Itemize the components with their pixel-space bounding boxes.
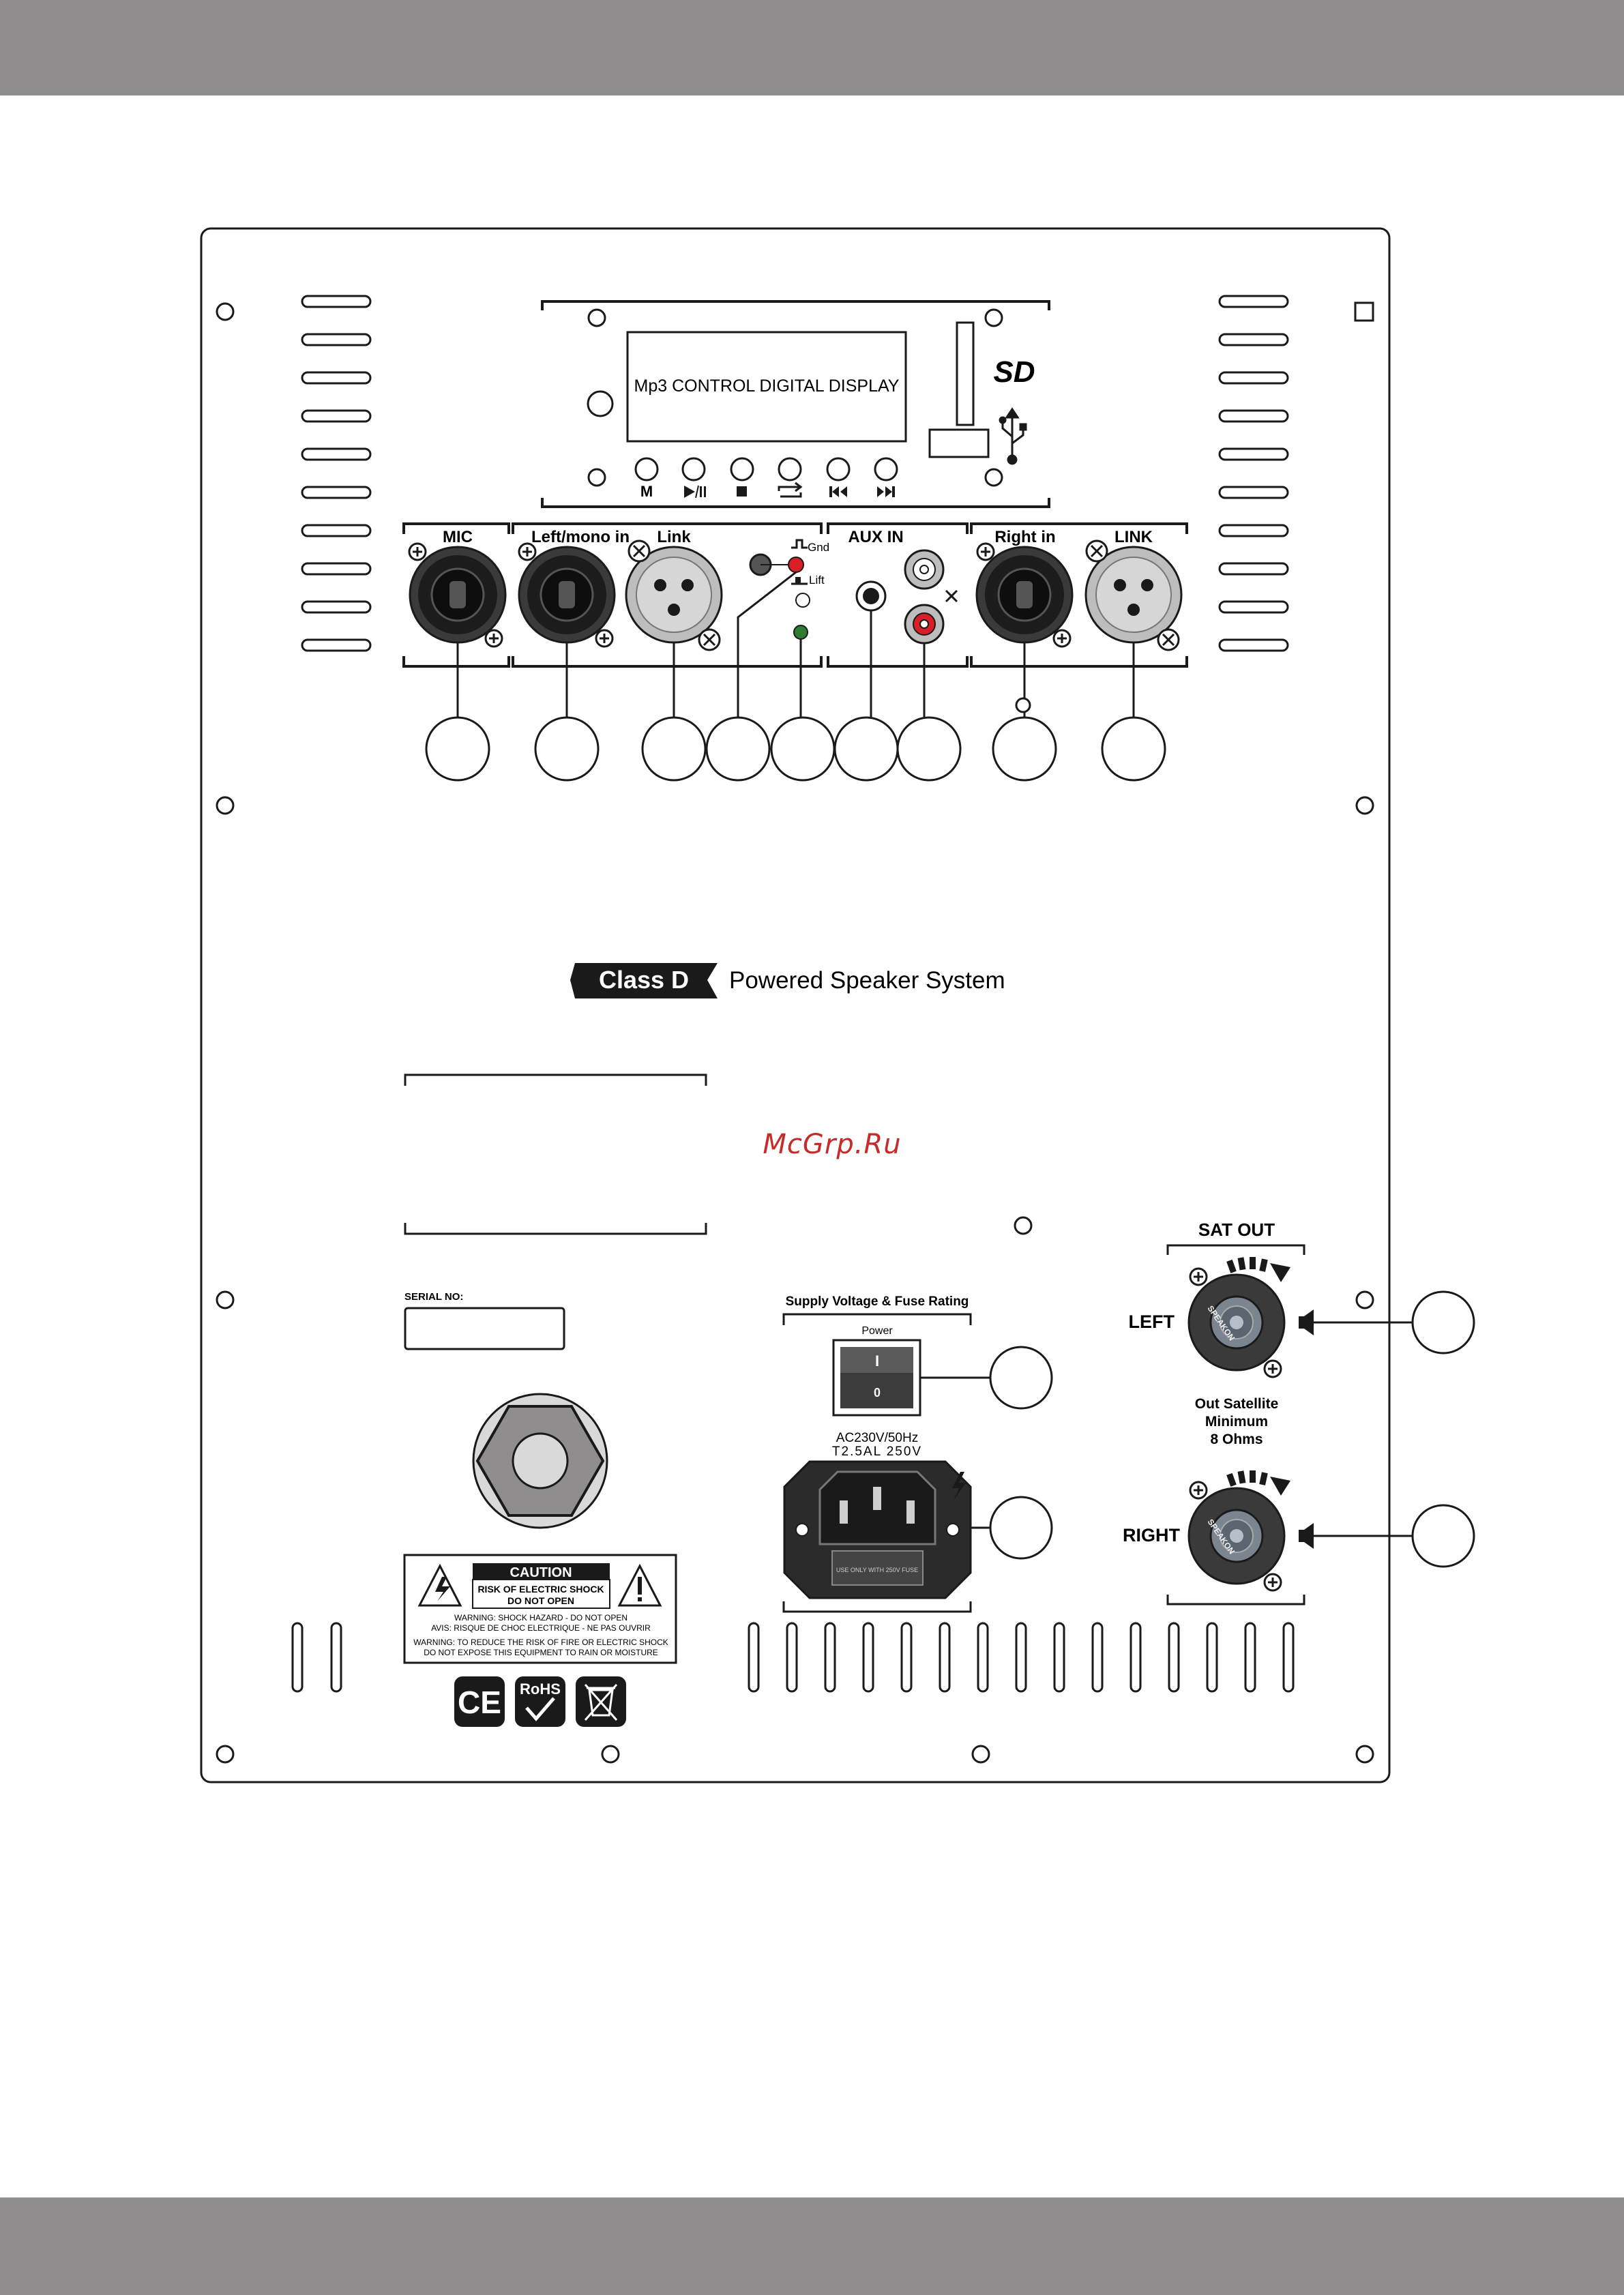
button-play-pause[interactable] (681, 457, 706, 499)
lift-label: Lift (809, 574, 825, 587)
power-switch-label: Power (861, 1325, 893, 1337)
mic-label: MIC (443, 528, 473, 546)
mount-hole (971, 1745, 990, 1764)
rating-line1: AC230V/50Hz (836, 1431, 918, 1445)
pole-mount (472, 1393, 608, 1529)
high-voltage-icon (952, 1472, 966, 1500)
power-section-label: Supply Voltage & Fuse Rating (786, 1294, 969, 1309)
caution-warn1: WARNING: SHOCK HAZARD - DO NOT OPEN (454, 1613, 628, 1623)
speaker-icon (1299, 1309, 1314, 1549)
input-section: MIC Left/mono in Link AUX IN Right in LI… (402, 522, 1188, 782)
sat-note3: 8 Ohms (1210, 1432, 1263, 1447)
watermark-text: McGrp.Ru (763, 1129, 902, 1160)
ce-mark: CE (458, 1685, 501, 1720)
previous-icon (829, 486, 847, 497)
switch-on-mark: I (875, 1352, 879, 1369)
mount-hole (601, 1745, 620, 1764)
button-stop[interactable] (730, 457, 754, 497)
twist-lock-arrow-right (1226, 1470, 1290, 1496)
sat-note2: Minimum (1205, 1414, 1268, 1430)
button-mode[interactable]: M (634, 457, 659, 500)
iec-inlet[interactable]: USE ONLY WITH 250V FUSE (783, 1460, 972, 1599)
mount-hole (1355, 796, 1374, 815)
mount-hole (1014, 1216, 1033, 1235)
power-section: Supply Voltage & Fuse Rating Power I 0 A… (782, 1294, 1053, 1613)
fuse-holder (831, 1550, 924, 1586)
callouts-inputs (425, 571, 1166, 782)
serial-label: SERIAL NO: (404, 1291, 463, 1303)
sat-left-label: LEFT (1129, 1312, 1175, 1332)
aux-x-mark (945, 589, 958, 603)
aux-rca-red[interactable] (904, 604, 945, 645)
callouts-power (920, 1346, 1053, 1560)
mount-hole (216, 302, 235, 321)
certification-marks: CE RoHS (454, 1676, 626, 1727)
button-next[interactable] (874, 457, 898, 497)
mode-icon: M (640, 483, 653, 500)
right-in-label: Right in (994, 528, 1055, 546)
mp3-module: Mp3 CONTROL DIGITAL DISPLAY SD M (541, 300, 1050, 508)
caution-line1: RISK OF ELECTRIC SHOCK (477, 1584, 604, 1595)
lcd-text: Mp3 CONTROL DIGITAL DISPLAY (634, 376, 900, 396)
class-d-badge: Class D (599, 966, 689, 994)
link-right-label: LINK (1114, 528, 1153, 546)
ground-lift-switch[interactable]: Gnd Lift (749, 539, 829, 640)
caution-title: CAUTION (510, 1565, 572, 1580)
stop-icon (737, 486, 747, 497)
sat-out-section: SAT OUT LEFT SPEAKON Out Satellite Minim… (1123, 1219, 1475, 1605)
power-led-green (793, 625, 808, 640)
lcd-display (626, 331, 907, 443)
mount-hole (216, 1290, 235, 1309)
top-band (0, 0, 1624, 95)
repeat-icon (778, 482, 803, 498)
sat-note1: Out Satellite (1195, 1396, 1279, 1412)
callouts-sat-out (1314, 1290, 1475, 1568)
caution-block: CAUTION RISK OF ELECTRIC SHOCK DO NOT OP… (403, 1554, 677, 1664)
usb-icon (999, 407, 1027, 465)
label-area-top (404, 1074, 707, 1086)
caution-line2: DO NOT OPEN (507, 1595, 574, 1606)
caution-warn2: AVIS: RISQUE DE CHOC ELECTRIQUE - NE PAS… (431, 1623, 651, 1633)
left-mono-label: Left/mono in (531, 528, 630, 546)
link-left-label: Link (657, 528, 691, 546)
label-area-bottom (404, 1223, 707, 1235)
brand-tagline: Powered Speaker System (729, 967, 1005, 994)
indicator-led (795, 593, 810, 608)
aux-label: AUX IN (848, 528, 903, 546)
mount-hole (216, 796, 235, 815)
gnd-lift-led-red (788, 557, 804, 573)
class-d-brand: Class D Powered Speaker System (570, 963, 1005, 998)
button-repeat[interactable] (778, 457, 803, 498)
sd-logo: SD (993, 355, 1035, 389)
power-switch[interactable]: I 0 (832, 1339, 921, 1417)
usb-port[interactable] (928, 428, 990, 458)
serial-box (404, 1307, 565, 1350)
sd-slot[interactable] (956, 321, 975, 426)
rohs-mark: RoHS (520, 1680, 561, 1698)
speakon-right[interactable]: SPEAKON (1187, 1481, 1286, 1592)
mount-hole (1355, 1290, 1374, 1309)
switch-off-mark: 0 (874, 1386, 881, 1400)
mount-hole (1355, 1745, 1374, 1764)
aux-jack[interactable] (855, 580, 887, 612)
sat-right-label: RIGHT (1123, 1525, 1181, 1545)
sat-out-title: SAT OUT (1198, 1219, 1275, 1240)
next-icon (877, 486, 895, 497)
mount-hole (216, 1745, 235, 1764)
caution-warn4: DO NOT EXPOSE THIS EQUIPMENT TO RAIN OR … (424, 1648, 658, 1657)
checkmark-icon (525, 1697, 555, 1721)
gnd-label: Gnd (808, 541, 829, 554)
twist-lock-arrow-left (1226, 1257, 1290, 1282)
fuse-text: USE ONLY WITH 250V FUSE (836, 1567, 918, 1573)
speakon-left[interactable]: SPEAKON (1187, 1267, 1286, 1378)
crossed-bin-icon (584, 1684, 618, 1721)
button-previous[interactable] (826, 457, 851, 497)
bottom-band (0, 2197, 1624, 2295)
caution-warn3: WARNING: TO REDUCE THE RISK OF FIRE OR E… (413, 1638, 668, 1647)
play-pause-icon (684, 485, 706, 499)
aux-rca-white[interactable] (904, 549, 945, 590)
rating-line2: T2.5AL 250V (832, 1445, 922, 1459)
mount-square (1354, 301, 1374, 322)
